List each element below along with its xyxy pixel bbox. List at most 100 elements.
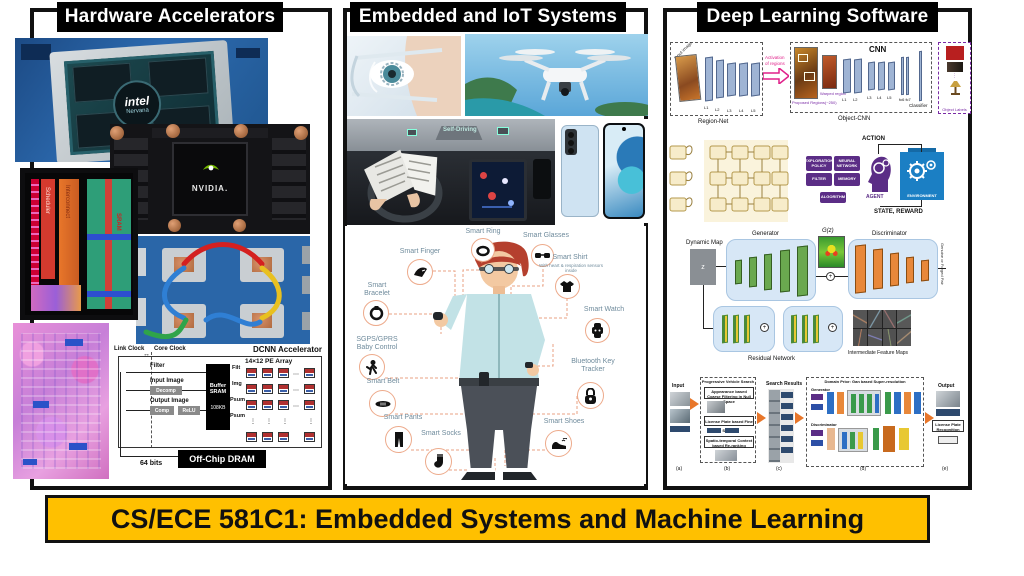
layer-label: L3 [727,108,732,113]
smart-glasses-art [350,36,461,116]
result-tag [781,414,793,420]
port-filt: Filt [232,365,241,371]
sub-letter-b: (b) [724,466,731,472]
baby-control-badge [359,354,385,380]
bus-wire [120,372,121,456]
sum-node: + [828,323,837,332]
rl-module-exploration: EXPLORATION POLICY [805,156,833,171]
warped-region-label: Warped region [820,91,847,96]
selfie-camera [622,127,626,131]
shirt-icon [560,281,574,292]
wearable-label-smart-socks: Smart Socks [421,430,461,437]
layer-label: L1 [842,97,847,102]
cnn-label: CNN [869,45,887,54]
io-chip [811,404,823,410]
intel-brand-text: Nervana [126,107,150,116]
region-box [804,72,815,81]
board-connector [302,276,310,294]
res-layer [791,314,797,344]
genuine-forged-label: Genuine or Forged Pair [940,243,945,285]
feature-map-cell [897,328,911,346]
cnn-layer-slab [868,61,875,91]
proposed-regions-label: Proposed Regions(~250) [792,100,837,105]
stage-thumb [715,450,737,461]
camera-lens [568,140,574,146]
object-labels-box: ⋮ Object Labels [938,42,971,114]
die-marker [23,459,37,465]
search-results-strip [768,389,794,463]
nvidia-gpu-module-photo: NVIDIA. [110,124,310,234]
die-label-scheduler: Scheduler [44,187,50,215]
accelerator-die-shot: Scheduler Interconnect SRAM [20,168,138,320]
discriminator-label: Discriminator [872,231,908,237]
ellipsis-v: ⋮ [266,419,272,425]
copper-screw [233,219,246,232]
cushion-thumb [946,46,964,60]
residual-network-label: Residual Network [748,356,796,362]
pe-cell [246,400,257,410]
smart-bracelet-badge [363,300,389,326]
pants-icon [394,432,403,447]
copper-screw [110,126,124,140]
proposed-regions-thumb [794,47,818,99]
board-connector [302,312,310,330]
smart-ring-badge [471,238,495,262]
feature-maps-label: Intermediate Feature Maps [848,350,909,356]
input-thumb [670,392,690,406]
fc-label: fc6 fc7 [899,97,911,102]
panel-title-software: Deep Learning Software [697,2,938,32]
gears-icon [907,160,936,181]
die-marker [69,443,87,450]
cnn-layer-slab [843,58,851,94]
sr-layer [858,432,863,449]
lpr-box: License Plate Recognition [932,420,964,432]
phone-back [561,125,599,217]
decomp-box: Decomp [150,386,182,395]
vehicle-search-box: Progressive Vehicle Search Appearance ba… [700,377,756,463]
memory-chips-right [272,138,306,220]
camera-thumb [947,62,963,72]
io-chip [811,394,823,400]
hud-car-box [407,129,417,136]
die-marker [33,401,49,408]
layer-label: L2 [715,107,720,112]
cnn-layer-slab [705,56,713,102]
stage-plate-search: License Plate based Fine Search [704,416,754,433]
z-input-box: z [690,249,716,285]
wearable-label-smart-shoes: Smart Shoes [543,418,585,425]
hud-self-driving-label: Self-Driving [443,127,477,133]
comp-box: Comp [150,406,174,415]
wearable-label-smart-pants: Smart Pants [383,414,423,421]
shoe-icon [551,437,567,449]
sr-layer [873,428,879,450]
pe-cell [262,368,273,378]
feature-map-cell [867,310,882,328]
conv-block-mini [838,428,868,452]
gen-layer [749,256,757,288]
panel-title-hardware: Hardware Accelerators [57,2,283,32]
layer-label: L4 [739,108,744,113]
stage-coarse-filtering: Appearance based Coarse Filtering in Nul… [704,387,754,404]
wearable-sub-smart-shirt: With heart & respiration sensors inside [538,263,604,273]
res-layer [733,314,739,344]
object-labels-caption: Object Labels [942,106,967,112]
stage-plate-thumb [725,428,739,433]
feature-maps-grid [853,310,911,346]
copper-screw [168,219,181,232]
buffer-label-2: SRAM [209,389,227,395]
gen-layer [764,253,772,291]
clock-label-right: Core Clock [154,346,186,352]
gpu-die: NVIDIA. [172,142,248,216]
superres-gan-box: Domain Prior: Gan based Super-resolution… [806,377,924,467]
smart-watch-badge [585,318,610,343]
sub-letter-c: (c) [776,466,782,472]
disc-layer [855,244,866,294]
result-thumbs [769,390,780,462]
smart-shoes-badge [545,430,572,457]
gen-layer [797,245,808,297]
feature-map-cell [897,310,911,328]
pcb-component [236,48,260,58]
offchip-dram-box: Off-Chip DRAM [178,450,266,468]
smart-glasses-badge [531,244,554,267]
